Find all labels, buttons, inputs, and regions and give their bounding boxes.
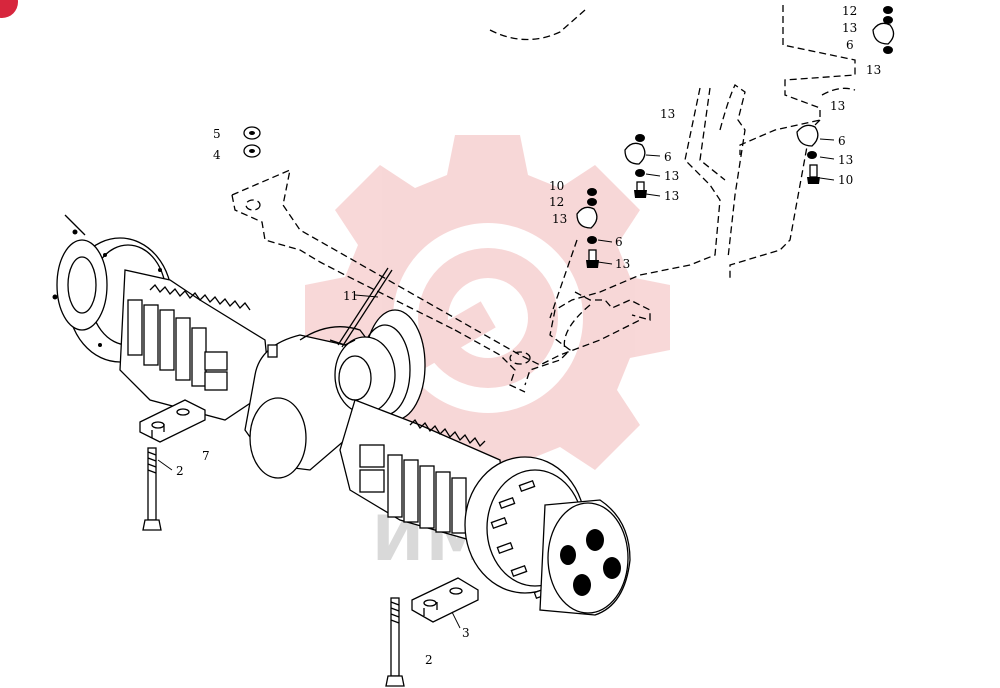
- callout-13-right: 13: [830, 99, 845, 113]
- callout-7: 11: [343, 289, 358, 303]
- callout-12-lower: 10: [549, 179, 564, 193]
- callout-5: 5: [213, 127, 221, 141]
- callout-11: 13: [615, 257, 630, 271]
- callout-3-left: 2: [176, 464, 184, 478]
- callout-13-mid: 13: [660, 107, 675, 121]
- callout-6-right: 6: [838, 134, 846, 148]
- spring-plate-right: [411, 577, 479, 623]
- callout-13-top: 13: [842, 21, 857, 35]
- mount-stack-mid-left: [624, 134, 647, 198]
- u-bolt-right: [385, 597, 405, 687]
- callout-labels: 12 13 6 13 13 13 6 13 10 5 4 13 6 13 10 …: [176, 4, 881, 667]
- callout-13-right2: 13: [838, 153, 853, 167]
- callout-13-mid2: 13: [664, 169, 679, 183]
- spring-plate-left: [139, 399, 206, 443]
- nut-washer-stack-4-5: [243, 126, 261, 158]
- callout-6-lower: 13: [552, 212, 567, 226]
- callout-10-mid: 13: [664, 189, 679, 203]
- mount-stack-lower: [576, 188, 599, 268]
- callout-2-left: 7: [202, 449, 210, 463]
- callout-10-right: 10: [838, 173, 853, 187]
- corner-badge-icon: [0, 0, 18, 18]
- callout-12-top: 12: [842, 4, 857, 18]
- callout-6-mid: 6: [664, 150, 672, 164]
- callout-13-lower: 12: [549, 195, 564, 209]
- callout-13-lower2: 6: [615, 235, 623, 249]
- breather-pipe: [337, 267, 389, 346]
- right-spring-pack: [359, 444, 467, 534]
- mount-stack-top-right: [872, 6, 895, 54]
- callout-6-top: 6: [846, 38, 854, 52]
- callout-3-right: 2: [425, 653, 433, 667]
- chassis-frame-dashed: [231, 5, 856, 393]
- callout-2-right: 3: [462, 626, 470, 640]
- leader-lines: [157, 138, 835, 629]
- mount-stack-mid-right: [796, 124, 820, 184]
- callout-13-top2: 13: [866, 63, 881, 77]
- axle-housing: [52, 214, 631, 616]
- callout-4: 4: [213, 148, 221, 162]
- u-bolt-left: [142, 447, 162, 531]
- hub-cap: [547, 502, 629, 614]
- left-spring-pack: [127, 299, 228, 391]
